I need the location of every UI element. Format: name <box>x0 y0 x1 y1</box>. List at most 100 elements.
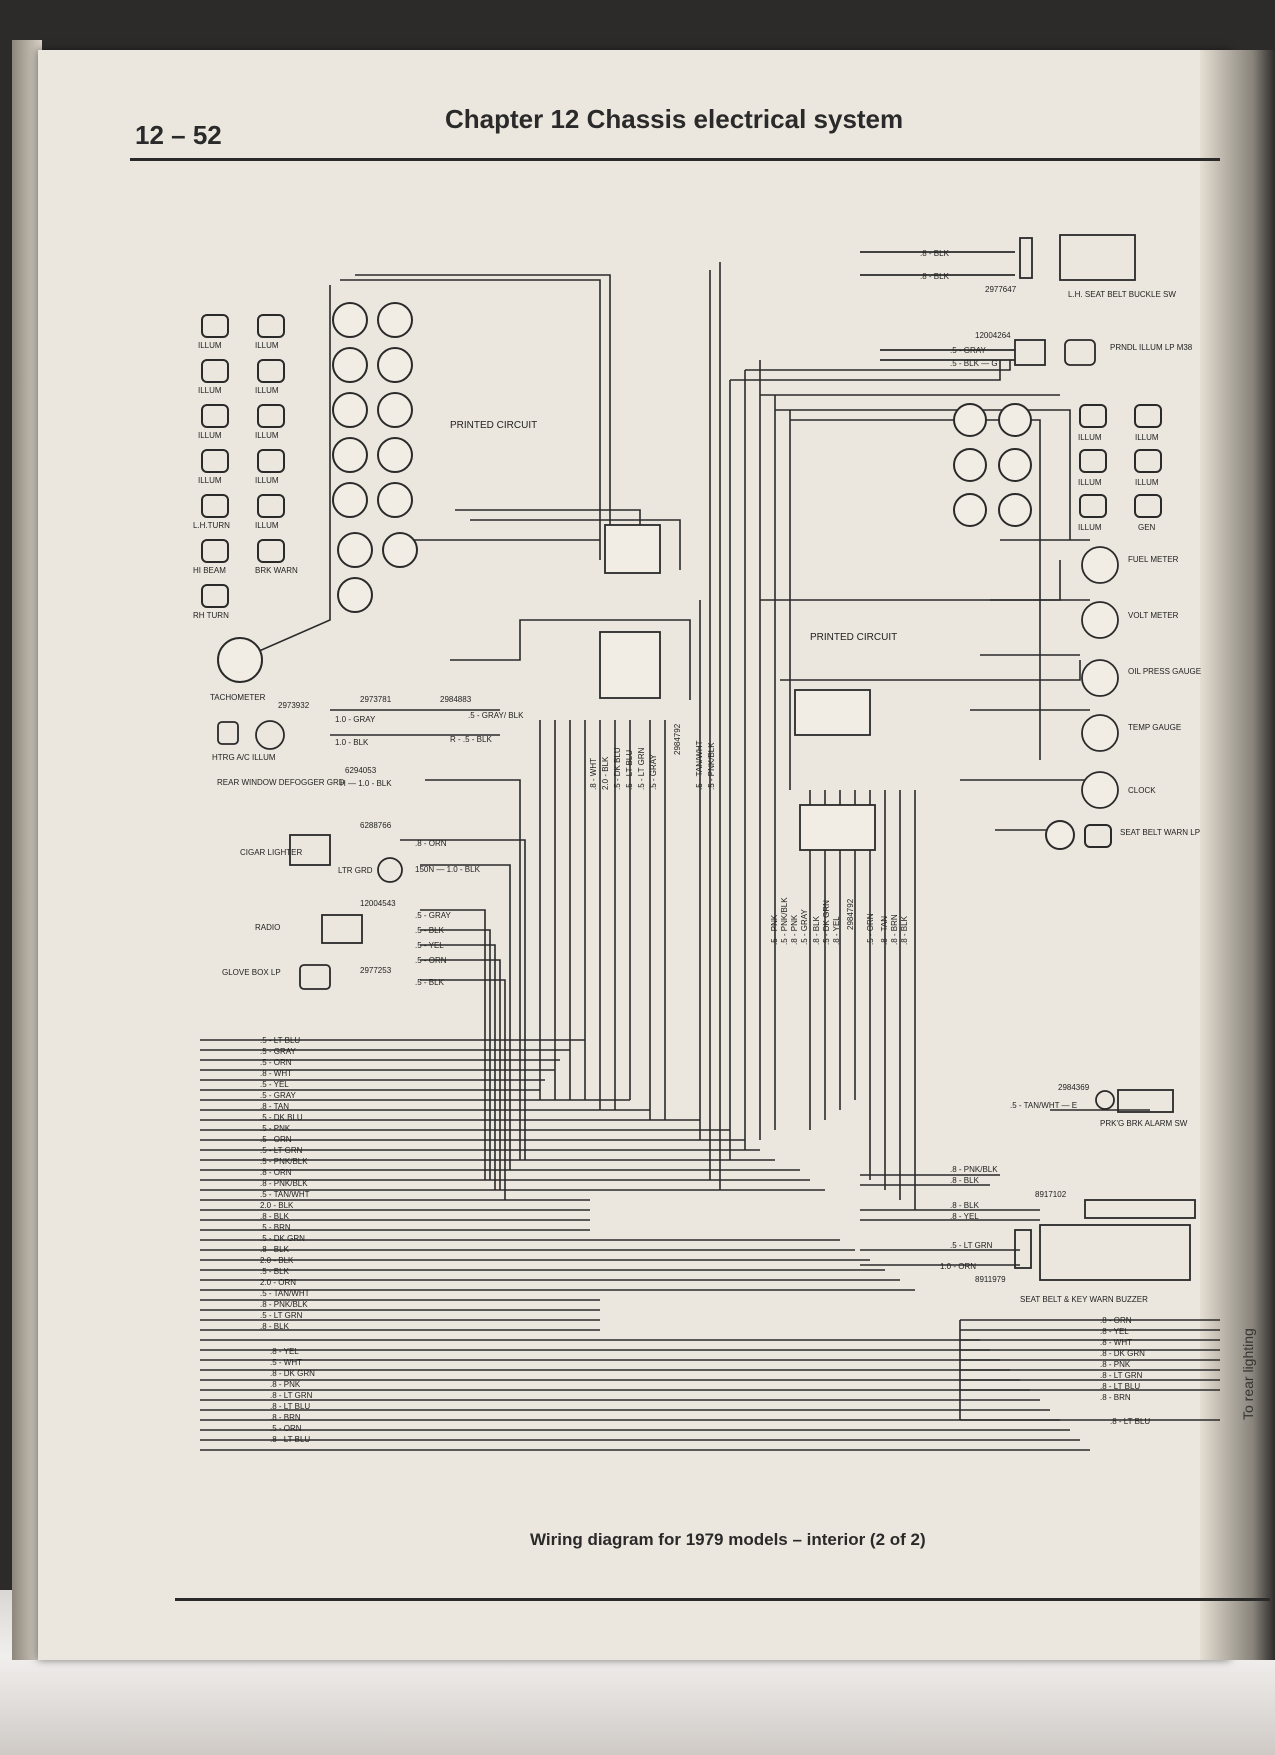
harness-wire-2: .8 - LT GRN <box>270 1391 313 1400</box>
harness-wire: 2.0 - ORN <box>260 1278 296 1287</box>
harness-wire: .5 - PNK <box>260 1124 291 1133</box>
htrg-part-1: 2973932 <box>278 701 310 710</box>
harness-wire: .5 - GRAY <box>260 1047 297 1056</box>
center-wire-2: .8 - TAN <box>880 916 889 945</box>
figure-caption: Wiring diagram for 1979 models – interio… <box>530 1530 926 1549</box>
center-wire-2: 2984792 <box>846 898 855 930</box>
harness-wire: .5 - ORN <box>260 1058 292 1067</box>
lamp-label: BRK WARN <box>255 566 298 575</box>
htrg-wire-2: 1.0 - BLK <box>335 738 369 747</box>
right-lower-parts <box>1014 1089 1196 1281</box>
htrg-label: HTRG A/C ILLUM <box>212 753 276 762</box>
center-wire: 2.0 - BLK <box>601 756 610 790</box>
rear-wire-labels: .8 - ORN .8 - YEL .8 - WHT .8 - DK GRN .… <box>1100 1316 1150 1426</box>
right-lamp-label: ILLUM <box>1078 523 1102 532</box>
lamp-label: ILLUM <box>255 341 279 350</box>
radio-wire-3: .5 - YEL <box>415 941 444 950</box>
buzzer-wire: 1.0 - ORN <box>940 1262 976 1271</box>
center-wire-2: .5 - GRAY <box>800 908 809 945</box>
buzzer-wire: .8 - BLK <box>950 1201 980 1210</box>
center-wire: .5 - DK BLU <box>613 747 622 790</box>
buzzer-wire: .5 - LT GRN <box>950 1241 993 1250</box>
center-wire-2: .8 - BLK <box>812 915 821 945</box>
lamp-label: ILLUM <box>198 476 222 485</box>
rear-window-label: REAR WINDOW DEFOGGER GRD <box>217 778 345 787</box>
radio-part: 12004543 <box>360 899 396 908</box>
center-wire: .5 - GRAY <box>649 753 658 790</box>
lamp-label: ILLUM <box>255 476 279 485</box>
buzzer-wire: .8 - PNK/BLK <box>950 1165 998 1174</box>
rear-wire: .8 - WHT <box>1100 1338 1132 1347</box>
center-wire-2: .5 - PNK/BLK <box>780 897 789 945</box>
center-wire-2: .8 - YEL <box>832 916 841 945</box>
gauge-label: SEAT BELT WARN LP <box>1120 828 1200 837</box>
rear-wire: .8 - YEL <box>1100 1327 1129 1336</box>
center-wire-labels-2: .5 - PNK .5 - PNK/BLK .8 - PNK .5 - GRAY… <box>770 897 909 945</box>
right-circuit-bulbs <box>953 403 1075 850</box>
prkg-wire: .5 - TAN/WHT — E <box>1010 1101 1077 1110</box>
harness-wire: .5 - YEL <box>260 1080 289 1089</box>
prkg-part: 2984369 <box>1058 1083 1090 1092</box>
lamp-label: ILLUM <box>255 386 279 395</box>
gauges <box>1081 546 1119 809</box>
seat-belt-sw-label: L.H. SEAT BELT BUCKLE SW <box>1068 290 1176 299</box>
harness-wire: .5 - DK BLU <box>260 1113 303 1122</box>
page-gutter-shadow <box>1200 50 1275 1660</box>
rear-window-wire: H — 1.0 - BLK <box>340 779 392 788</box>
side-note: To rear lighting <box>1240 1328 1256 1420</box>
harness-wire: .5 - LT BLU <box>260 1036 300 1045</box>
harness-wire: .8 - WHT <box>260 1069 292 1078</box>
chapter-title: Chapter 12 Chassis electrical system <box>445 104 904 134</box>
gauge-label: FUEL METER <box>1128 555 1179 564</box>
htrg-part-2: 2973781 <box>360 695 392 704</box>
manual-page <box>38 50 1230 1660</box>
buzzer-part-1: 8917102 <box>1035 1190 1067 1199</box>
left-lamp-labels: ILLUM ILLUM ILLUM ILLUM ILLUM ILLUM ILLU… <box>193 341 298 620</box>
lamp-label: HI BEAM <box>193 566 226 575</box>
rear-wire: .8 - BRN <box>1100 1393 1131 1402</box>
right-top-parts <box>860 234 1136 366</box>
seat-belt-wire-2: .8 - BLK <box>920 272 950 281</box>
harness-wire: .5 - BRN <box>260 1223 291 1232</box>
center-wire: .5 - LT BLU <box>625 750 634 790</box>
center-wire-2: .8 - BLK <box>900 915 909 945</box>
glove-wire-1: .5 - ORN <box>415 956 447 965</box>
harness-wire: .5 - ORN <box>260 1135 292 1144</box>
harness-wire: .5 - GRAY <box>260 1091 297 1100</box>
glove-label: GLOVE BOX LP <box>222 968 281 977</box>
footer-rule <box>175 1598 1270 1601</box>
lamp-label: ILLUM <box>198 341 222 350</box>
gauge-label: CLOCK <box>1128 786 1156 795</box>
center-wire: .5 - PNK/BLK <box>707 742 716 790</box>
buzzer-part-2: 8911979 <box>975 1275 1006 1284</box>
lamp-label: RH TURN <box>193 611 229 620</box>
rear-window-part: 6294053 <box>345 766 377 775</box>
lamp-label: ILLUM <box>198 386 222 395</box>
right-lamp-label: GEN <box>1138 523 1156 532</box>
center-wire-2: .5 - PNK <box>770 914 779 945</box>
center-wire: .5 - TAN/WHT <box>695 740 704 790</box>
left-components <box>217 720 403 990</box>
center-wire-2: .8 - PNK <box>790 914 799 945</box>
harness-wire: .5 - BLK <box>260 1267 290 1276</box>
harness-wire: .5 - TAN/WHT <box>260 1289 310 1298</box>
center-wire-2: .5 - ORN <box>866 913 875 945</box>
buzzer-wire: .8 - YEL <box>950 1212 979 1221</box>
seat-belt-wire-1: .8 - BLK <box>920 249 950 258</box>
right-lamp-label: ILLUM <box>1135 433 1159 442</box>
buzzer-label: SEAT BELT & KEY WARN BUZZER <box>1020 1295 1148 1304</box>
prndl-wire-2: .5 - BLK — G <box>950 359 998 368</box>
harness-wire: .8 - ORN <box>260 1168 292 1177</box>
gauge-label: VOLT METER <box>1128 611 1179 620</box>
cigar-part: 6288766 <box>360 821 392 830</box>
harness-wire: .8 - BLK <box>260 1322 290 1331</box>
center-wire: 2984792 <box>673 723 682 755</box>
seat-belt-part: 2977647 <box>985 285 1017 294</box>
harness-wire: .8 - PNK/BLK <box>260 1300 308 1309</box>
harness-wire: .8 - BLK <box>260 1245 290 1254</box>
left-printed-circuit-label: PRINTED CIRCUIT <box>450 420 537 431</box>
page-number: 12 – 52 <box>135 120 222 150</box>
gauge-label: OIL PRESS GAUGE <box>1128 667 1201 676</box>
center-wire-labels: .8 - WHT 2.0 - BLK .5 - DK BLU .5 - LT B… <box>589 723 716 790</box>
htrg-part-3: 2984883 <box>440 695 472 704</box>
